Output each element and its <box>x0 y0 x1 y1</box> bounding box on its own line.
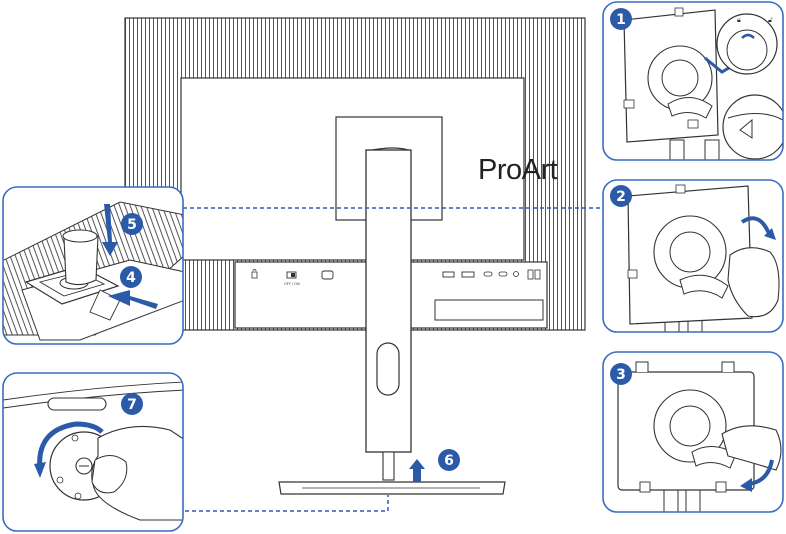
step-number-1: 1 <box>616 12 626 28</box>
stand-base <box>278 451 506 495</box>
panel-step-2: 2 <box>602 179 784 333</box>
usb-c-port-2 <box>498 271 508 277</box>
step-badge-5 <box>121 213 143 235</box>
step-badge-7 <box>121 393 143 415</box>
ac-power-inlet <box>321 270 334 280</box>
security-lock-port <box>251 271 258 279</box>
stand-neck <box>365 147 412 453</box>
guide-lines <box>183 207 600 512</box>
panel-step-3: 3 <box>602 351 784 513</box>
displayport-port <box>461 271 475 278</box>
step-number-6: 6 <box>444 453 454 469</box>
usb-a-port-2 <box>534 269 541 280</box>
step-badge-1 <box>610 8 632 30</box>
audio-jack <box>513 271 519 277</box>
step-number-5: 5 <box>127 217 137 233</box>
step-number-4: 4 <box>126 270 136 286</box>
step-number-2: 2 <box>616 189 626 205</box>
push-arrow-icon <box>409 459 425 482</box>
usb-c-port <box>483 271 493 277</box>
brand-logo: ProArt <box>478 154 558 186</box>
lock-icon: 🔒︎ <box>737 16 741 24</box>
panel-step-7: 7 <box>2 372 184 532</box>
step-number-7: 7 <box>127 397 137 413</box>
port-strip: OFF / ON <box>251 269 541 286</box>
power-switch-label: OFF / ON <box>284 282 300 286</box>
step-badge-3 <box>610 363 632 385</box>
step-badge-4 <box>120 266 142 288</box>
usb-a-port <box>527 269 534 280</box>
panel-step-4-5: 5 4 <box>2 186 184 345</box>
step-number-3: 3 <box>616 367 626 383</box>
panel-step-1: 🔒︎ 🔓︎ 1 <box>602 1 784 161</box>
step-badge-6 <box>438 449 460 471</box>
step-badge-2 <box>610 185 632 207</box>
unlock-icon: 🔓︎ <box>768 16 773 24</box>
cable-management-hole <box>376 342 400 396</box>
hdmi-port <box>442 271 455 278</box>
hand-icon <box>727 247 780 318</box>
